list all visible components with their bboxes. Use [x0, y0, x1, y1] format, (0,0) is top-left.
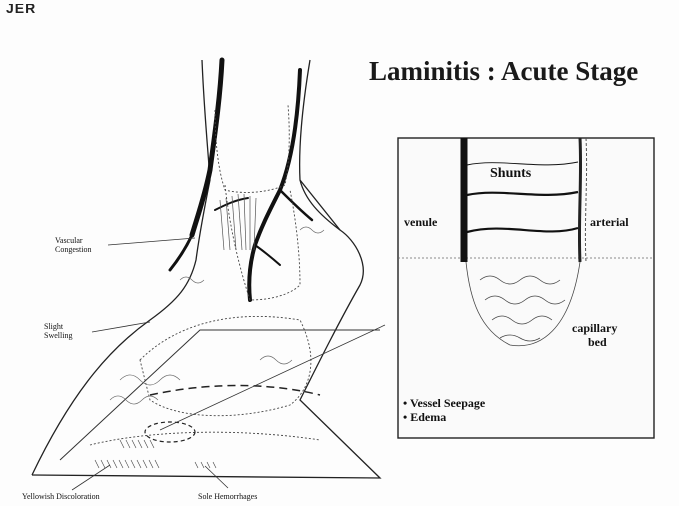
leader-lines [72, 238, 385, 490]
label-capillary-bed: capillary bed [572, 321, 617, 349]
label-venule: venule [404, 215, 437, 230]
vessels [170, 60, 312, 300]
sole-hatching [95, 440, 216, 468]
label-arterial: arterial [590, 215, 629, 230]
arterial-vessel [579, 138, 580, 262]
bone-outlines [90, 105, 320, 445]
label-vascular-congestion: Vascular Congestion [55, 236, 91, 254]
label-slight-swelling: Slight Swelling [44, 322, 72, 340]
label-yellowish-discoloration: Yellowish Discoloration [22, 492, 100, 501]
bullet-vessel-seepage: • Vessel Seepage [403, 396, 485, 410]
capillary-scribbles [110, 227, 324, 404]
congestion-hatching [220, 194, 256, 250]
bullet-edema: • Edema [403, 410, 485, 424]
label-sole-hemorrhages: Sole Hemorrhages [198, 492, 257, 501]
label-shunts: Shunts [490, 166, 531, 182]
inset-box [398, 138, 654, 438]
dashed-line [150, 386, 320, 395]
inset-bullet-list: • Vessel Seepage • Edema [403, 396, 485, 424]
